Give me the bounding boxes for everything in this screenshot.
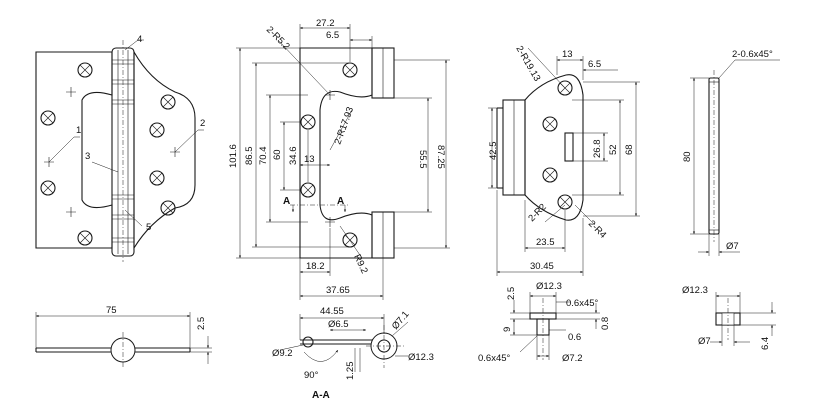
leaf-plate <box>299 47 373 259</box>
section-inner: Ø6.5 <box>328 319 349 330</box>
part-label-3: 3 <box>85 151 90 162</box>
leaf-height-3: 70.4 <box>258 147 269 166</box>
bushing-height: 2.5 <box>506 287 517 300</box>
end-height-1: 42.5 <box>488 142 499 161</box>
leaf-height-4: 60 <box>272 149 283 160</box>
leaf-radius-mid: 2-R17.93 <box>332 106 356 146</box>
pin-view: 2-0.6x45° 80 Ø7 <box>682 49 780 256</box>
front-view: 1 2 3 4 5 <box>35 34 205 262</box>
bushing-chamfer-top: 0.6x45° <box>566 298 599 309</box>
bushing-view: Ø12.3 0.6x45° 2.5 9 0.6 0.8 0.6x45° Ø7.2 <box>478 281 611 364</box>
end-radius: 2-R19.13 <box>513 44 542 83</box>
leaf-top-dim-2: 6.5 <box>326 30 339 41</box>
leaf-height-7: 87.25 <box>435 145 446 169</box>
dim-width: 75 <box>106 305 117 316</box>
section-mark-left: A <box>283 196 290 207</box>
section-angle: 90° <box>304 370 319 381</box>
end-leaf-plate <box>524 74 584 221</box>
leaf-view: A A 27.2 6.5 2-R5.2 2-R17.93 R9.2 <box>228 18 450 300</box>
washer-outer: Ø12.3 <box>682 285 708 296</box>
end-bottom-dim-2: 30.45 <box>530 261 554 272</box>
leaf-height-2: 86.5 <box>244 147 255 166</box>
leaf-center-dim: 13 <box>304 154 315 165</box>
left-leaf <box>35 51 113 249</box>
section-title: A-A <box>312 390 330 401</box>
bushing-chamfer-bottom: 0.6x45° <box>478 353 511 364</box>
end-top-dim-2: 6.5 <box>588 59 601 70</box>
section-outer: Ø12.3 <box>408 352 434 363</box>
bushing-inner-h: 9 <box>502 327 513 332</box>
pin-length: 80 <box>682 151 693 162</box>
right-leaf <box>133 49 196 250</box>
section-width: 44.55 <box>320 306 344 317</box>
bushing-base: Ø7.2 <box>562 353 583 364</box>
section-pin: Ø7.1 <box>390 309 412 332</box>
leaf-bottom-dim-1: 18.2 <box>306 261 325 272</box>
screw-holes-left <box>40 62 93 246</box>
screw-holes-right <box>149 94 176 216</box>
leaf-top-dim-1: 27.2 <box>316 18 335 29</box>
section-offset: 1.25 <box>345 362 356 381</box>
end-radius-2: 2-R2 <box>526 202 548 224</box>
dim-thickness: 2.5 <box>196 317 207 330</box>
leaf-bottom-dim-2: 37.65 <box>326 285 350 296</box>
end-leaf-view: 2-R19.13 13 6.5 42.5 26.8 52 68 2-R2 2-R… <box>488 44 640 276</box>
pin-chamfer: 2-0.6x45° <box>732 49 773 60</box>
section-view: 44.55 Ø6.5 Ø9.2 Ø7.1 Ø12.3 90° 1.25 A-A <box>272 306 434 401</box>
bushing-diameter: Ø12.3 <box>536 281 562 292</box>
leaf-radius-bottom: R9.2 <box>351 253 369 276</box>
pin-diameter: Ø7 <box>726 241 739 252</box>
part-label-1: 1 <box>76 125 81 136</box>
end-bottom-dim-1: 23.5 <box>536 237 555 248</box>
leaf-height-5: 34.6 <box>288 147 299 166</box>
section-bore: Ø9.2 <box>272 348 293 359</box>
end-radius-4: 2-R4 <box>586 218 608 240</box>
washer-inner: Ø7 <box>698 336 711 347</box>
part-label-2: 2 <box>200 118 205 129</box>
bushing-flange: 0.8 <box>600 317 611 330</box>
leaf-height-1: 101.6 <box>228 144 239 168</box>
end-height-2: 26.8 <box>592 140 603 159</box>
part-label-4: 4 <box>137 34 142 45</box>
part-label-5: 5 <box>146 222 151 233</box>
end-height-3: 52 <box>608 144 619 155</box>
section-mark-right: A <box>337 196 344 207</box>
bushing-step: 0.6 <box>568 332 581 343</box>
end-height-4: 68 <box>624 144 635 155</box>
washer-thickness: 6.4 <box>760 337 771 350</box>
flat-view: 75 2.5 <box>35 305 212 368</box>
leaf-height-6: 55.5 <box>417 150 428 169</box>
washer-view: Ø12.3 Ø7 6.4 <box>682 285 776 350</box>
end-top-dim-1: 13 <box>562 49 573 60</box>
